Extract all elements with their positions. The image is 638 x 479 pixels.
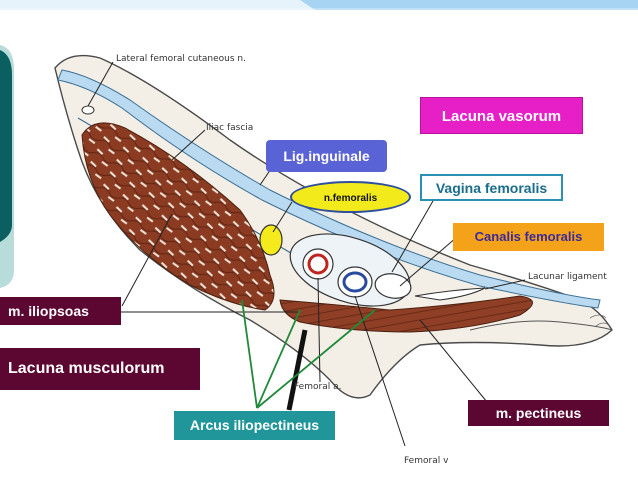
m-pectineus-label: m. pectineus xyxy=(468,400,609,426)
inguinal-ligament-band xyxy=(57,69,601,309)
femoral-nerve xyxy=(259,224,283,256)
femoral-artery-label: Femoral a. xyxy=(294,382,342,392)
leader-lines xyxy=(87,61,526,447)
lig-inguinale-label: Lig.inguinale xyxy=(266,140,387,172)
iliopsoas-muscle xyxy=(81,122,275,311)
pectineus-muscle xyxy=(279,295,533,333)
side-panel xyxy=(0,45,14,288)
iliac-fascia-label: Iliac fascia xyxy=(206,123,254,133)
femoral-artery-lumen xyxy=(307,253,329,275)
vagina-femoralis-label: Vagina femoralis xyxy=(420,174,563,201)
top-accent-bar xyxy=(0,0,638,10)
n-femoralis-label: n.femoralis xyxy=(290,181,411,213)
lacuna-musculorum-label: Lacuna musculorum xyxy=(0,348,200,390)
lacunar-ligament-label: Lacunar ligament xyxy=(528,272,607,282)
arcus-iliopectineus-label: Arcus iliopectineus xyxy=(174,411,335,440)
femoral-canal xyxy=(374,273,412,299)
m-iliopsoas-label: m. iliopsoas xyxy=(0,297,121,325)
lateral-femoral-cutaneous-label: Lateral femoral cutaneous n. xyxy=(116,54,246,64)
femoral-vein-lumen xyxy=(342,271,368,293)
lacuna-vasorum-label: Lacuna vasorum xyxy=(420,97,583,134)
lateral-femoral-cutaneous-nerve xyxy=(81,105,95,115)
arcus-pointer-lines xyxy=(241,299,376,409)
femoral-vein-label: Femoral v xyxy=(404,456,449,466)
lacunar-ligament xyxy=(414,287,486,301)
canalis-femoralis-label: Canalis femoralis xyxy=(453,223,604,251)
femoral-artery-pointer xyxy=(286,329,308,411)
